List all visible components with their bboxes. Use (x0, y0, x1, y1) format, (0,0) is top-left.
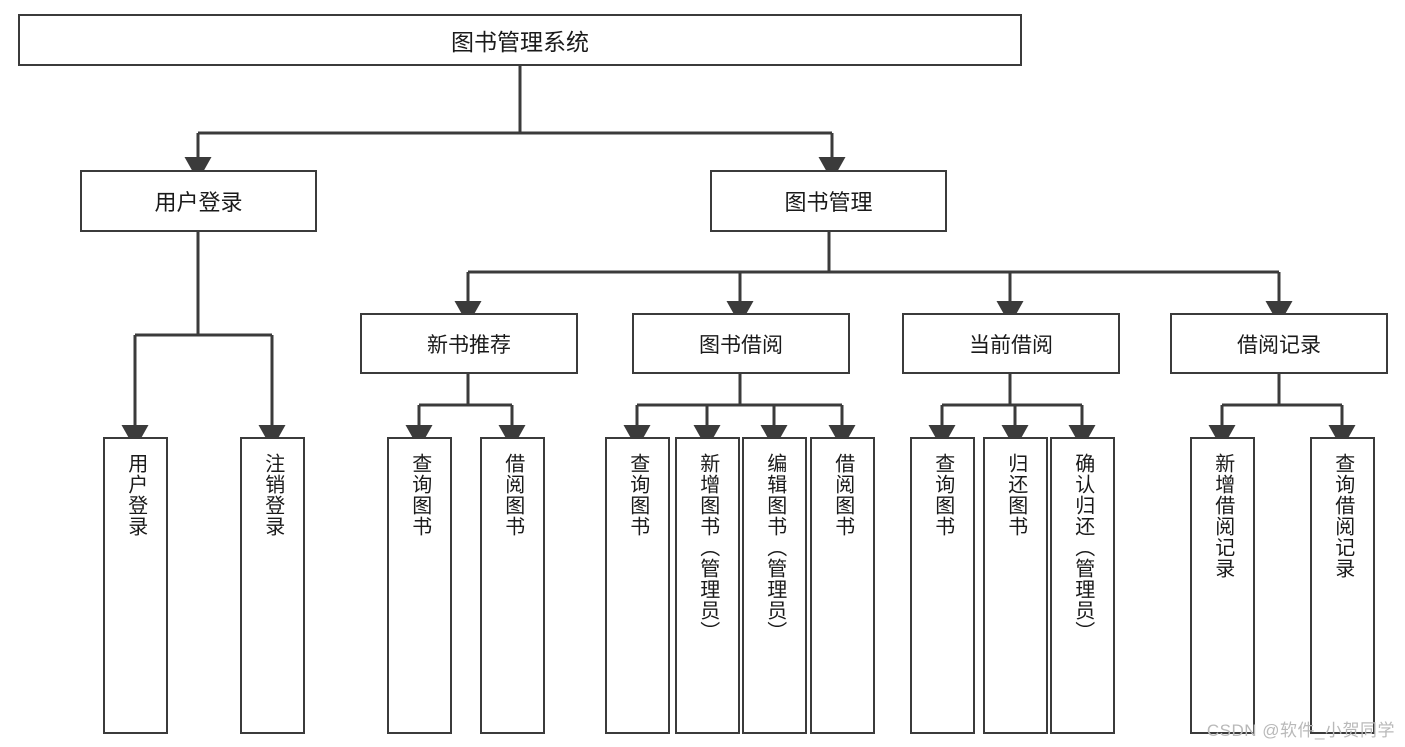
leaf-query-book-3-label: 查询图书 (931, 453, 954, 537)
leaf-return-book-label: 归还图书 (1004, 453, 1027, 537)
leaf-query-book-2-label: 查询图书 (626, 453, 649, 537)
node-user-login[interactable]: 用户登录 (80, 170, 317, 232)
node-new-book-recommend[interactable]: 新书推荐 (360, 313, 578, 374)
leaf-borrow-book-1-label: 借阅图书 (501, 453, 524, 537)
leaf-borrow-book-1[interactable]: 借阅图书 (480, 437, 545, 734)
node-root-system[interactable]: 图书管理系统 (18, 14, 1022, 66)
leaf-query-book-1-label: 查询图书 (408, 453, 431, 537)
leaf-logout-label: 注销登录 (261, 453, 284, 537)
leaf-borrow-book-2-label: 借阅图书 (831, 453, 854, 537)
node-borrow-record-label: 借阅记录 (1237, 333, 1321, 357)
node-book-manage-label: 图书管理 (784, 190, 873, 215)
csdn-watermark: CSDN @软件_小贺同学 (1206, 721, 1395, 740)
node-book-borrow[interactable]: 图书借阅 (632, 313, 850, 374)
leaf-edit-book[interactable]: 编辑图书（管理员） (742, 437, 807, 734)
leaf-query-book-1[interactable]: 查询图书 (387, 437, 452, 734)
leaf-add-record-label: 新增借阅记录 (1211, 453, 1234, 579)
leaf-borrow-book-2[interactable]: 借阅图书 (810, 437, 875, 734)
node-new-book-recommend-label: 新书推荐 (427, 333, 511, 357)
leaf-logout[interactable]: 注销登录 (240, 437, 305, 734)
leaf-add-book-label: 新增图书（管理员） (696, 453, 719, 642)
node-current-borrow-label: 当前借阅 (969, 333, 1053, 357)
leaf-return-book[interactable]: 归还图书 (983, 437, 1048, 734)
leaf-edit-book-label: 编辑图书（管理员） (763, 453, 786, 642)
node-book-manage[interactable]: 图书管理 (710, 170, 947, 232)
leaf-user-login-label: 用户登录 (124, 453, 147, 537)
leaf-add-book[interactable]: 新增图书（管理员） (675, 437, 740, 734)
leaf-query-book-3[interactable]: 查询图书 (910, 437, 975, 734)
leaf-add-record[interactable]: 新增借阅记录 (1190, 437, 1255, 734)
leaf-user-login[interactable]: 用户登录 (103, 437, 168, 734)
node-user-login-label: 用户登录 (154, 190, 243, 215)
leaf-confirm-return-label: 确认归还（管理员） (1071, 453, 1094, 642)
node-borrow-record[interactable]: 借阅记录 (1170, 313, 1388, 374)
leaf-query-book-2[interactable]: 查询图书 (605, 437, 670, 734)
node-root-system-label: 图书管理系统 (451, 29, 589, 55)
leaf-query-record[interactable]: 查询借阅记录 (1310, 437, 1375, 734)
leaf-confirm-return[interactable]: 确认归还（管理员） (1050, 437, 1115, 734)
leaf-query-record-label: 查询借阅记录 (1331, 453, 1354, 579)
node-current-borrow[interactable]: 当前借阅 (902, 313, 1120, 374)
node-book-borrow-label: 图书借阅 (699, 333, 783, 357)
